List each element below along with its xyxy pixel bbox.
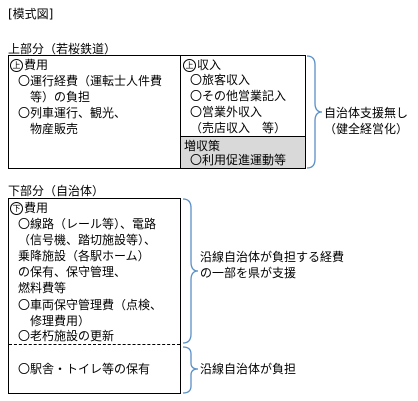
measures-shade (181, 136, 305, 168)
upper-cost-item-1: 〇運行経費（運転士人件費 等）の負担 (18, 74, 163, 104)
revenue-item-3: 〇営業外収入 （売店収入 等） (190, 105, 287, 135)
lower-cost-item-1: 〇線路（レール等）、電路 （信号機、踏切施設等）、 乗降施設（各駅ホーム） の保… (18, 217, 157, 295)
upper-section-box (8, 55, 306, 169)
upper-costs-heading: 上費用 (10, 57, 48, 73)
upper-mark-icon: 上 (10, 59, 23, 72)
upper-brace (306, 55, 323, 169)
lower-brace-top (182, 198, 199, 344)
lower-costs-heading: 下費用 (10, 200, 48, 216)
lower-other-item-1: 〇駅舎・トイレ等の保有 (18, 362, 151, 376)
upper-cost-item-2: 〇列車運行、観光、 物産販売 (18, 106, 127, 136)
lower-section-box (8, 198, 181, 394)
lower-mark-icon: 下 (10, 202, 23, 215)
lower-section-label: 下部分（自治体） (8, 184, 105, 198)
revenue-item-1: 〇旅客収入 (190, 73, 251, 87)
upper-revenue-heading: 上収入 (183, 57, 221, 73)
lower-dashed-divider (9, 344, 180, 345)
diagram-title: [模式図] (8, 7, 54, 21)
lower-note-top: 沿線自治体が負担する経費 の一部を県が支援 (200, 250, 345, 280)
measures-item-1: 〇利用促進運動等 (190, 153, 287, 167)
upper-mark-icon: 上 (183, 59, 196, 72)
upper-divider (180, 55, 181, 169)
upper-section-label: 上部分（若桜鉄道） (8, 42, 117, 56)
revenue-item-2: 〇その他営業記入 (190, 89, 287, 103)
lower-cost-item-3: 〇老朽施設の更新 (18, 329, 115, 343)
lower-brace-bottom (182, 346, 199, 394)
measures-heading: 増収策 (184, 139, 221, 153)
lower-cost-item-2: 〇車両保守管理費（点検、 修理費用） (18, 298, 163, 328)
upper-note: 自治体支援無し （健全経営化） (324, 106, 409, 136)
lower-note-bottom: 沿線自治体が負担 (200, 362, 297, 376)
measures-divider (181, 136, 306, 137)
